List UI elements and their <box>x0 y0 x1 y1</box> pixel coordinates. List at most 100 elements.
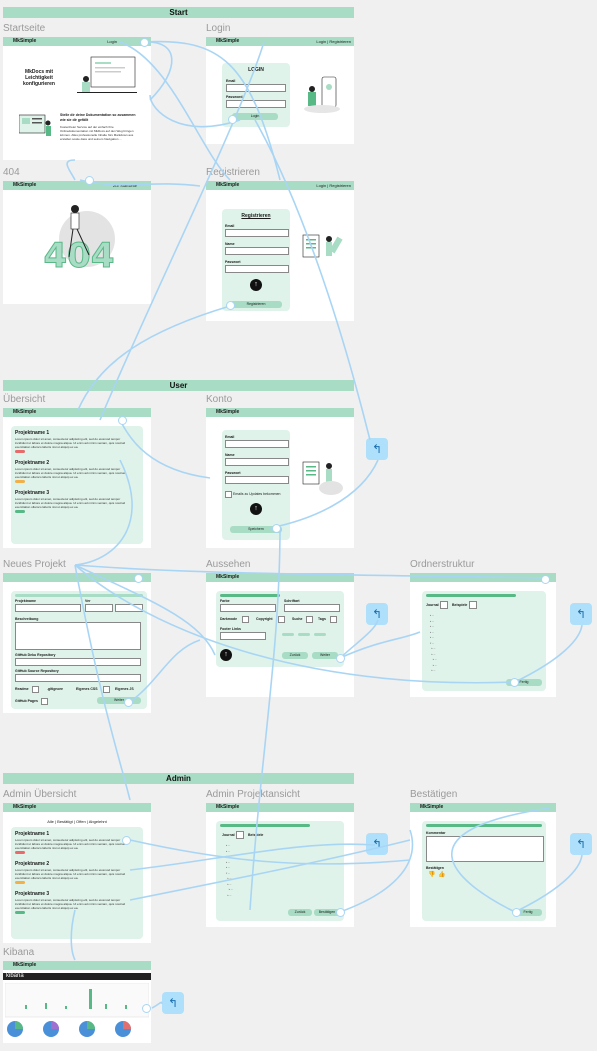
description-field[interactable] <box>15 622 141 650</box>
frame-kibana: MkSimple kibana <box>3 961 151 1043</box>
link-hotspot[interactable] <box>122 836 131 845</box>
footer-link-chip[interactable] <box>282 633 294 636</box>
undo-arrow-icon[interactable]: ↰ <box>366 833 388 855</box>
link-hotspot[interactable] <box>134 574 143 583</box>
comment-field[interactable] <box>426 836 544 862</box>
next-button[interactable]: Weiter <box>97 697 141 704</box>
status-filter[interactable]: Alle | Bestätigt | Offen | Abgelehnt <box>47 819 107 824</box>
email-label: Email <box>226 79 236 83</box>
progress-bar <box>426 594 516 597</box>
brand-logo: MkSimple <box>216 409 240 415</box>
header: MkSimple <box>3 961 151 970</box>
arrow-up-circle-icon[interactable]: ↑ <box>250 279 262 291</box>
thumbs-up-icon[interactable]: 👍 <box>438 872 446 878</box>
thumbs-down-icon[interactable]: 👎 <box>428 872 436 878</box>
type-field[interactable] <box>115 604 143 612</box>
name-field[interactable] <box>225 247 289 255</box>
nav-register-link[interactable]: Registrieren <box>329 182 351 188</box>
updates-checkbox[interactable] <box>225 491 232 498</box>
link-hotspot[interactable] <box>124 698 133 707</box>
version-field[interactable] <box>85 604 113 612</box>
admin-project-list: Projektname 1 Lorem ipsum dolor sit amet… <box>11 827 143 939</box>
repo-label: GitHub Deku Repository <box>15 653 56 657</box>
color-field[interactable] <box>220 604 276 612</box>
darkmode-checkbox[interactable] <box>242 616 249 623</box>
name-field[interactable] <box>225 458 289 466</box>
nav-links[interactable]: Login | Registrieren <box>316 38 351 44</box>
undo-arrow-icon[interactable]: ↰ <box>366 438 388 460</box>
link-hotspot[interactable] <box>512 908 521 917</box>
tags-checkbox[interactable] <box>330 616 337 623</box>
section-admin: Admin <box>3 773 354 784</box>
nav-login-link[interactable]: Login <box>316 38 327 44</box>
header: MkSimple Login | Registrieren <box>206 181 354 190</box>
copyright-checkbox[interactable] <box>278 616 285 623</box>
search-checkbox[interactable] <box>306 616 313 623</box>
link-hotspot[interactable] <box>510 678 519 687</box>
link-hotspot[interactable] <box>140 38 149 47</box>
name-label: Name <box>225 453 235 457</box>
login-button[interactable]: Login <box>232 113 278 120</box>
link-hotspot[interactable] <box>336 654 345 663</box>
brand-logo: MkSimple <box>13 182 37 188</box>
repo-field[interactable] <box>15 658 141 666</box>
folder-tree: ▸ ─▸ ─▸ ─▸ ─▸ ─▾ ─ ▸ ─ ▸ ─ ▸ ─ ▸ ─ ▸ ─ <box>430 614 437 672</box>
status-badge <box>15 851 25 854</box>
project-title: Projektname 2 <box>15 460 50 466</box>
nav-register-link[interactable]: Registrieren <box>329 38 351 44</box>
font-field[interactable] <box>284 604 340 612</box>
nav-home-link[interactable]: Zur Startseite <box>112 182 137 188</box>
source-field[interactable] <box>15 674 141 682</box>
link-hotspot[interactable] <box>336 908 345 917</box>
status-badge <box>15 911 25 914</box>
link-hotspot[interactable] <box>272 524 281 533</box>
progress-bar <box>220 824 310 827</box>
register-button[interactable]: Registrieren <box>230 301 282 308</box>
examples-toggle[interactable] <box>469 601 477 609</box>
journal-toggle[interactable] <box>236 831 244 839</box>
undo-arrow-icon[interactable]: ↰ <box>570 603 592 625</box>
link-hotspot[interactable] <box>541 575 550 584</box>
nav-links[interactable]: Login | Registrieren <box>316 182 351 188</box>
link-hotspot[interactable] <box>226 301 235 310</box>
footer-link-chip[interactable] <box>314 633 326 636</box>
password-label: Password <box>226 95 243 99</box>
link-hotspot[interactable] <box>85 176 94 185</box>
pages-checkbox[interactable] <box>41 698 48 705</box>
email-field[interactable] <box>226 84 286 92</box>
email-field[interactable] <box>225 440 289 448</box>
readme-checkbox[interactable] <box>32 686 39 693</box>
project-title: Projektname 1 <box>15 831 50 837</box>
source-label: GitHub Source Repository <box>15 669 59 673</box>
footer-link-field[interactable] <box>220 632 266 640</box>
arrow-up-circle-icon[interactable]: ↑ <box>220 649 232 661</box>
header: MkSimple <box>206 408 354 417</box>
undo-arrow-icon[interactable]: ↰ <box>366 603 388 625</box>
password-field[interactable] <box>225 265 289 273</box>
nav-login-link[interactable]: Login <box>316 182 327 188</box>
project-name-field[interactable] <box>15 604 81 612</box>
password-field[interactable] <box>226 100 286 108</box>
confirm-button[interactable]: Bestätigen <box>314 909 340 916</box>
account-illustration <box>302 461 343 495</box>
link-hotspot[interactable] <box>228 115 237 124</box>
link-hotspot[interactable] <box>118 416 127 425</box>
undo-arrow-icon[interactable]: ↰ <box>162 992 184 1014</box>
footer-link-chip[interactable] <box>298 633 310 636</box>
journal-toggle[interactable] <box>440 601 448 609</box>
next-button[interactable]: Weiter <box>312 652 338 659</box>
brand-logo: MkSimple <box>216 804 240 810</box>
comment-label: Kommentar <box>426 831 446 835</box>
password-field[interactable] <box>225 476 289 484</box>
back-button[interactable]: Zurück <box>282 652 308 659</box>
arrow-up-circle-icon[interactable]: ↑ <box>250 503 262 515</box>
link-hotspot[interactable] <box>142 1004 151 1013</box>
font-label: Schriftart <box>284 599 300 603</box>
kibana-logo: kibana <box>6 973 24 979</box>
js-label: Eigenes JS <box>115 687 134 691</box>
undo-arrow-icon[interactable]: ↰ <box>570 833 592 855</box>
nav-login-link[interactable]: Login <box>107 38 117 44</box>
email-field[interactable] <box>225 229 289 237</box>
back-button[interactable]: Zurück <box>288 909 312 916</box>
css-checkbox[interactable] <box>103 686 110 693</box>
